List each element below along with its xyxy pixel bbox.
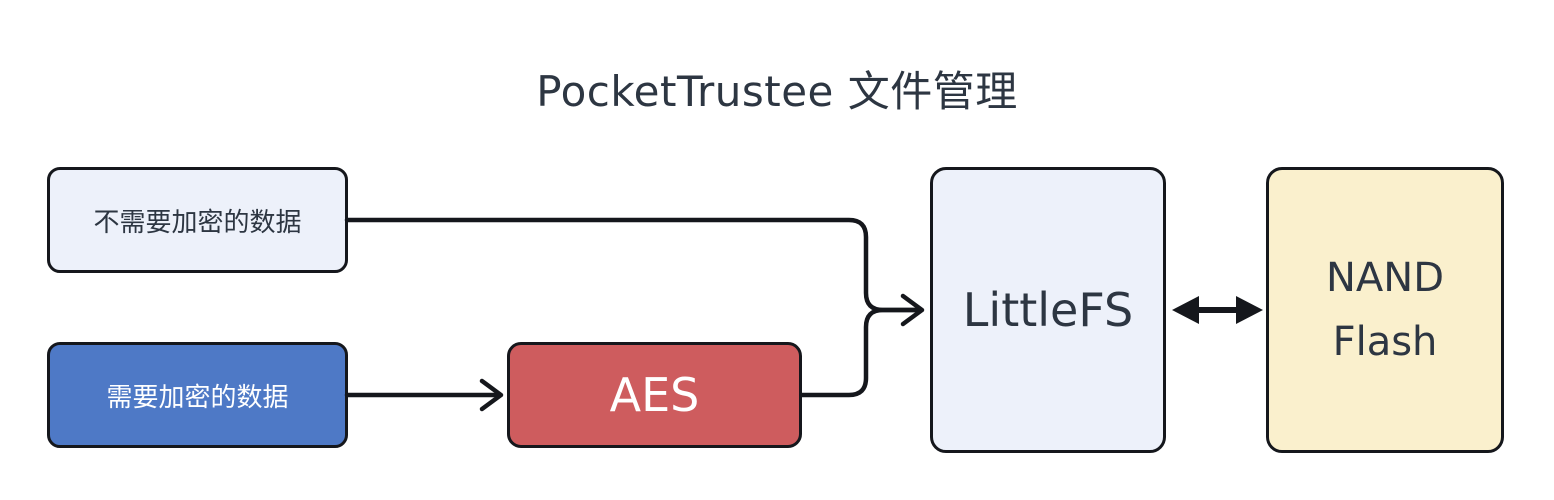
node-plain-data-label: 不需要加密的数据: [93, 207, 302, 238]
node-littlefs-label: LittleFS: [962, 283, 1134, 337]
node-aes-label: AES: [609, 368, 700, 422]
diagram-title: PocketTrustee 文件管理: [536, 67, 1018, 116]
edge-plain-data-to-littlefs: [344, 217, 921, 313]
node-nand-flash-label-line2: Flash: [1332, 319, 1438, 365]
arrowhead-into-littlefs-icon: [900, 293, 925, 327]
node-aes: AES: [507, 342, 802, 448]
arrowhead-into-aes-icon: [479, 378, 504, 412]
node-encrypted-data-label: 需要加密的数据: [106, 382, 289, 413]
node-plain-data: 不需要加密的数据: [47, 167, 348, 273]
node-littlefs: LittleFS: [930, 167, 1166, 453]
edge-aes-to-littlefs: [799, 307, 921, 398]
arrowhead-right-nand-icon: [1236, 296, 1263, 324]
arrowhead-left-littlefs-icon: [1172, 296, 1199, 324]
node-encrypted-data: 需要加密的数据: [47, 342, 348, 448]
node-nand-flash-label-line1: NAND: [1325, 255, 1444, 301]
node-nand-flash: NAND Flash: [1266, 167, 1504, 453]
